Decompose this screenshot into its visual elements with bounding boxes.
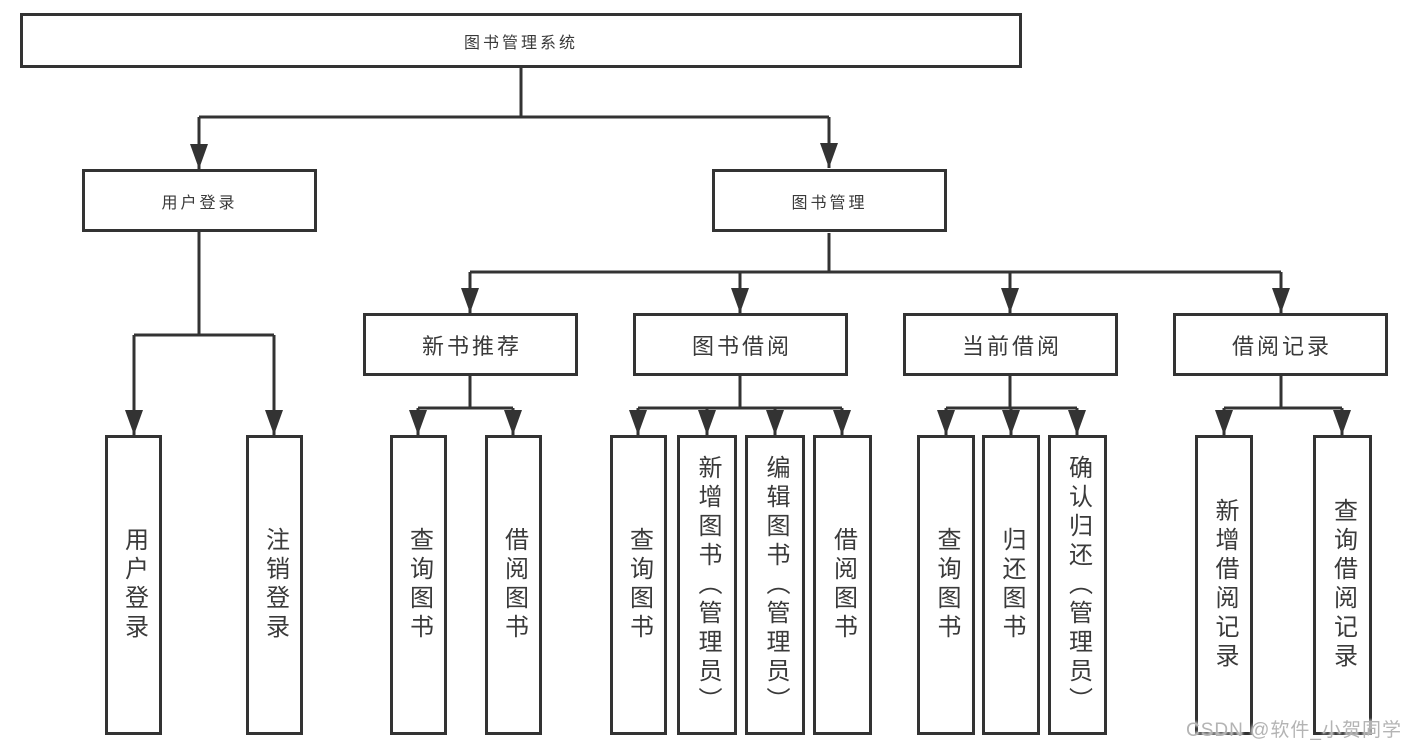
leaf-logout: 注销登录 (246, 435, 303, 735)
leaf-user-login: 用户登录 (105, 435, 162, 735)
node-label: 新增借阅记录 (1211, 498, 1238, 672)
node-label: 图书管理系统 (463, 34, 578, 52)
node-book-borrowing: 图书借阅 (633, 313, 848, 376)
node-library-management-system: 图书管理系统 (20, 13, 1022, 68)
leaf-add-borrow-record: 新增借阅记录 (1195, 435, 1253, 735)
node-label: 图书借阅 (691, 333, 792, 359)
node-user-login: 用户登录 (82, 169, 317, 232)
leaf-query-books-3: 查询图书 (917, 435, 975, 735)
leaf-confirm-return-admin: 确认归还（管理员） (1048, 435, 1107, 735)
node-label: 编辑图书（管理员） (762, 454, 789, 716)
node-label: 查询图书 (625, 527, 653, 643)
node-label: 查询图书 (933, 527, 960, 643)
leaf-return-books: 归还图书 (982, 435, 1040, 735)
node-label: 借阅图书 (500, 527, 528, 643)
connector-lines (134, 68, 1342, 410)
leaf-query-borrow-record: 查询借阅记录 (1313, 435, 1372, 735)
node-label: 查询图书 (405, 527, 433, 643)
node-new-book-recommendation: 新书推荐 (363, 313, 578, 376)
node-label: 确认归还（管理员） (1064, 454, 1092, 716)
node-label: 用户登录 (120, 527, 148, 643)
watermark: CSDN @软件_小贺同学 (1186, 720, 1402, 741)
leaf-borrow-books-1: 借阅图书 (485, 435, 542, 735)
node-label: 新增图书（管理员） (694, 454, 721, 716)
node-label: 归还图书 (998, 527, 1025, 643)
node-label: 查询借阅记录 (1329, 498, 1357, 672)
node-current-borrowing: 当前借阅 (903, 313, 1118, 376)
node-label: 注销登录 (261, 527, 289, 643)
leaf-add-books-admin: 新增图书（管理员） (677, 435, 737, 735)
node-label: 借阅记录 (1231, 333, 1332, 359)
leaf-query-books-1: 查询图书 (390, 435, 447, 735)
leaf-query-books-2: 查询图书 (610, 435, 667, 735)
node-label: 借阅图书 (829, 527, 857, 643)
node-borrowing-records: 借阅记录 (1173, 313, 1388, 376)
node-label: 图书管理 (791, 194, 868, 212)
leaf-borrow-books-2: 借阅图书 (813, 435, 872, 735)
node-book-management: 图书管理 (712, 169, 947, 232)
leaf-edit-books-admin: 编辑图书（管理员） (745, 435, 805, 735)
node-label: 新书推荐 (421, 333, 522, 359)
node-label: 当前借阅 (961, 333, 1062, 359)
node-label: 用户登录 (161, 194, 238, 212)
